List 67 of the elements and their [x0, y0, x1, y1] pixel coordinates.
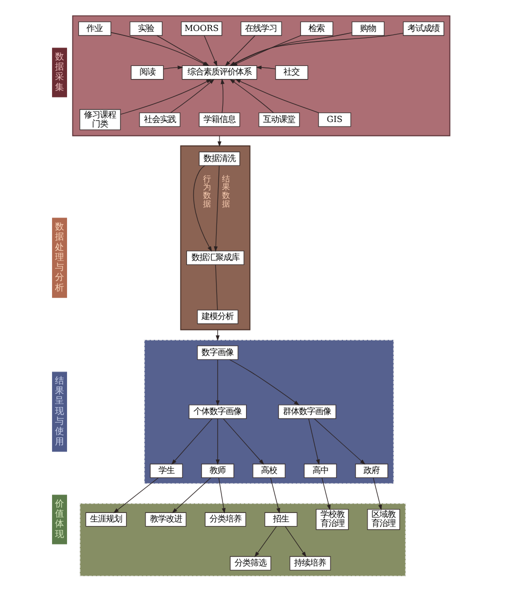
node-box: 招生	[264, 512, 297, 527]
node-box: 建模分析	[196, 310, 238, 324]
arrow	[256, 66, 276, 70]
arrow	[162, 66, 183, 70]
arrow	[192, 165, 212, 252]
node-box: 数据处理与分析	[52, 218, 67, 298]
node-box: 教学改进	[144, 512, 186, 527]
arrow	[120, 78, 212, 115]
node-box: 学籍信息	[198, 112, 240, 127]
node-box: 社会实践	[138, 112, 180, 127]
node-box: 作业	[78, 21, 111, 36]
cluster	[72, 15, 450, 136]
arrow	[220, 78, 224, 114]
node-box: 群体数字画像	[278, 404, 336, 419]
cluster	[180, 145, 250, 330]
connector	[214, 264, 218, 310]
arrow	[170, 418, 212, 465]
arrow	[171, 478, 211, 514]
arrow	[213, 165, 220, 252]
node-box: 数据汇聚成库	[186, 250, 244, 265]
node-box: 社交	[274, 65, 308, 80]
node-box: 实验	[129, 21, 162, 36]
node-box: 高中	[303, 464, 336, 478]
node-box: 个体数字画像	[188, 404, 246, 419]
arrow	[215, 359, 220, 406]
arrow	[284, 526, 306, 558]
node-box: 高校	[252, 464, 285, 478]
node-box: 检索	[300, 21, 333, 36]
arrow	[170, 78, 214, 114]
arrow	[270, 478, 280, 514]
node-box: 在线学习	[240, 21, 282, 36]
arrow	[112, 478, 158, 514]
node-box: 数据采集	[52, 48, 67, 98]
arrow	[372, 478, 382, 510]
node-box: 生涯规划	[84, 512, 126, 527]
node-box: 学校教育治理	[315, 509, 348, 530]
node-box: 阅读	[130, 65, 164, 80]
arrow	[215, 418, 220, 465]
arrow	[228, 359, 299, 406]
node-box: 价值体现	[52, 494, 67, 544]
node-box: 分类筛选	[229, 556, 271, 571]
node-box: 综合素质评价体系	[181, 65, 257, 80]
node-box: 教师	[200, 464, 234, 478]
arrow	[254, 526, 276, 558]
node-box: MOORS	[180, 21, 222, 36]
node-box: 结果呈现与使用	[52, 372, 67, 452]
arrow	[314, 418, 365, 465]
node-box: 政府	[354, 464, 388, 478]
node-box: 数据清洗	[198, 152, 240, 166]
arrow	[229, 78, 274, 114]
cluster	[143, 339, 394, 484]
node-box: 考试成绩	[402, 21, 444, 36]
node-box: GIS	[318, 112, 351, 127]
arrow	[218, 478, 226, 514]
node-box: 学生	[149, 464, 182, 478]
arrow	[217, 135, 221, 147]
arrow	[234, 79, 319, 114]
arrow	[308, 418, 320, 465]
node-box: 分类培养	[204, 512, 246, 527]
node-box: 互动课堂	[258, 112, 300, 127]
node-box: 区域教育治理	[366, 509, 400, 530]
node-box: 持续培养	[289, 556, 330, 571]
node-box: 数字画像	[196, 346, 238, 360]
node-box: 修习课程门类	[79, 109, 120, 130]
arrow	[321, 478, 330, 510]
arrow	[222, 418, 264, 465]
node-box: 购物	[351, 21, 384, 36]
